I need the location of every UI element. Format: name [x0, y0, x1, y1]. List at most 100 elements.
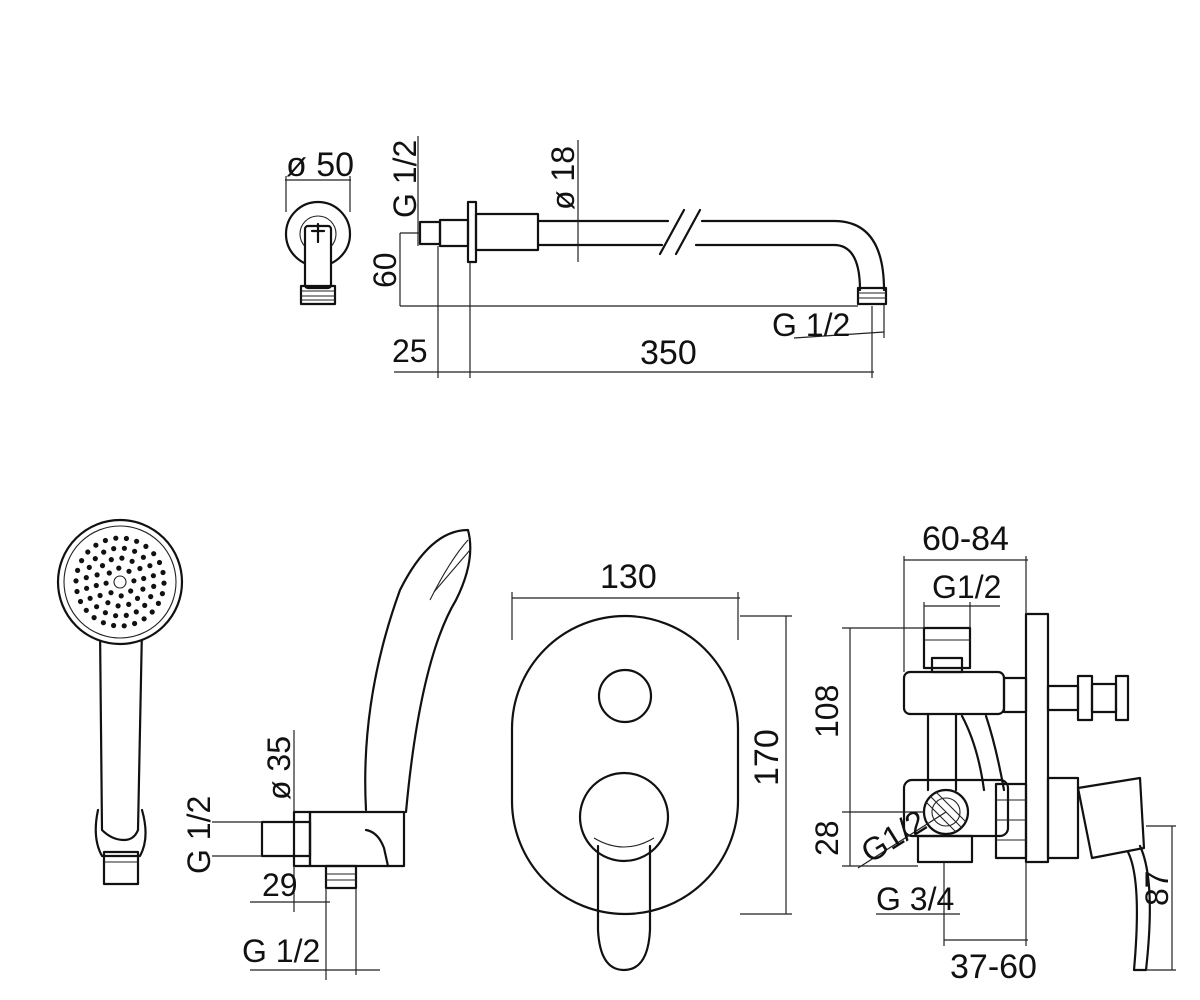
spray-nozzle [102, 610, 108, 616]
spray-nozzle [121, 545, 127, 551]
spray-nozzle [92, 556, 98, 562]
spray-nozzle [97, 592, 103, 599]
spray-nozzle [126, 568, 132, 574]
valve-depth-range-label: 60-84 [922, 520, 1009, 558]
spray-nozzle [108, 557, 114, 563]
spray-nozzle [79, 558, 85, 564]
spray-nozzle [113, 613, 119, 619]
spray-nozzle [85, 549, 91, 555]
spray-nozzle [128, 588, 134, 594]
spray-nozzle [159, 591, 165, 597]
spray-nozzle [155, 600, 161, 607]
valve-side-port-inner [931, 797, 961, 827]
spray-nozzle [121, 623, 127, 629]
spray-nozzle [111, 622, 117, 629]
spray-nozzle [129, 558, 135, 564]
mixer-plate-front [510, 614, 740, 972]
spray-nozzle [93, 542, 99, 548]
spray-nozzle [149, 609, 155, 615]
arm-offset-label: 25 [392, 333, 428, 369]
spray-nozzle [74, 588, 80, 595]
valve-upper-neck [1002, 676, 1028, 714]
plate-width-label: 130 [600, 558, 657, 596]
spray-nozzle [83, 607, 89, 613]
spray-nozzle [141, 616, 147, 622]
arm-inlet-thread-label: G 1/2 [387, 140, 423, 218]
spray-nozzle [103, 580, 109, 586]
hand-shower-side [260, 528, 472, 890]
spray-nozzle [108, 590, 114, 596]
arm-outlet-thread [856, 286, 888, 306]
valve-bottom-port [916, 834, 974, 864]
valve-wall-range-label: 37-60 [950, 948, 1037, 986]
outlet-dimension-lines [212, 730, 380, 980]
arm-inlet-thread [418, 220, 442, 246]
spray-nozzle [161, 580, 167, 586]
valve-lever [1076, 776, 1146, 860]
spray-nozzle [84, 585, 90, 591]
break-mark-right [674, 208, 702, 256]
valve-lever-base [1046, 776, 1080, 860]
spray-nozzle [87, 595, 93, 601]
spray-nozzle [134, 595, 141, 602]
valve-top-thread-label: G1/2 [932, 569, 1001, 605]
spray-nozzle [105, 600, 111, 606]
outlet-body [308, 810, 406, 868]
outlet-rosette [292, 810, 312, 868]
valve-side-thread-label: G1/2 [855, 803, 933, 870]
spray-nozzle [91, 615, 97, 621]
spray-nozzle [75, 567, 81, 574]
arm-tube-diameter-label: ø 18 [545, 146, 581, 210]
plate-height-label: 170 [748, 729, 786, 786]
spray-nozzle [132, 620, 138, 627]
spray-nozzle [123, 612, 129, 619]
lever-joint [593, 837, 655, 848]
handle-height-label: 87 [1139, 870, 1175, 906]
valve-bypass [960, 714, 1006, 792]
outlet-thread-bottom-label: G 1/2 [242, 933, 320, 969]
plate-outline [510, 614, 740, 916]
spray-nozzle [116, 565, 122, 571]
arm-side-view [418, 200, 888, 306]
outlet-depth-label: 29 [262, 867, 298, 903]
spray-nozzle [156, 559, 163, 566]
valve-lever-tip [1126, 844, 1151, 972]
arm-tube [536, 219, 886, 292]
hand-shower-side-body [364, 528, 472, 814]
spray-nozzle [151, 583, 157, 590]
arm-nut [438, 218, 470, 248]
spray-nozzle [131, 578, 137, 584]
valve-wall-plate [1024, 612, 1050, 864]
valve-knob-left [1076, 674, 1094, 722]
arm-dimension-lines [394, 136, 885, 378]
arm-front-view [284, 176, 352, 306]
spray-nozzle [150, 573, 156, 579]
arm-wall-flange [466, 200, 478, 264]
spray-nozzle [140, 586, 146, 592]
outlet-thread-left-label: G 1/2 [181, 796, 217, 874]
flange-diameter-label: ø 50 [286, 146, 354, 184]
spray-nozzle [94, 572, 100, 578]
outlet-diameter-label: ø 35 [261, 736, 297, 800]
hand-shower-handle [98, 626, 144, 842]
spray-nozzle [141, 575, 147, 582]
spray-nozzle [132, 548, 138, 554]
spray-nozzle [86, 564, 92, 571]
break-mark-left [658, 208, 686, 256]
spray-nozzle [111, 546, 117, 552]
valve-lower-offset-label: 28 [809, 820, 845, 856]
spray-nozzle [148, 594, 154, 600]
spray-nozzle [99, 563, 106, 569]
valve-dimension-lines [842, 556, 1176, 971]
arm-drop-label: 60 [367, 252, 403, 288]
spray-nozzle [94, 604, 100, 610]
spray-nozzle [137, 565, 143, 572]
valve-side-view [902, 612, 1151, 972]
spray-nozzle [147, 563, 153, 569]
spray-nozzle [106, 570, 112, 576]
valve-upper-body [902, 670, 1006, 716]
arm-outlet-thread-label: G 1/2 [772, 307, 850, 343]
arm-front-thread [299, 284, 337, 306]
spray-nozzle [77, 598, 84, 605]
